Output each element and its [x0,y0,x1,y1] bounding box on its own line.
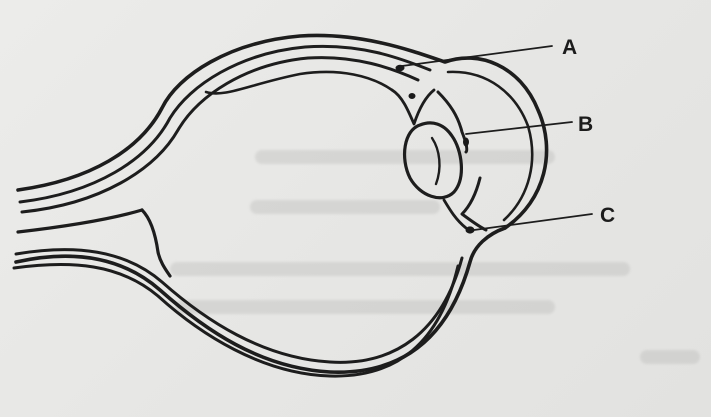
label-c: C [600,204,615,227]
dot-c [466,226,475,233]
lens [405,123,462,198]
inner-layer-bottom [14,264,458,376]
lens-inner-curve [432,138,439,184]
dot-a [396,65,405,71]
label-a: A [562,36,577,59]
leader-line-c [474,214,592,230]
cornea-inner [448,72,532,220]
middle-layer-top [20,46,430,202]
dot-iris [463,138,469,147]
outer-coat-top [18,35,547,228]
iris-lower [462,178,486,230]
leader-line-b [466,122,572,134]
label-b: B [578,113,593,136]
vitreous-boundary [206,72,392,93]
outer-coat-bottom [16,228,505,372]
optic-nerve-notch [142,210,170,276]
dot-ciliary [409,93,416,99]
iris-upper [438,92,467,152]
optic-nerve-upper [18,210,142,232]
